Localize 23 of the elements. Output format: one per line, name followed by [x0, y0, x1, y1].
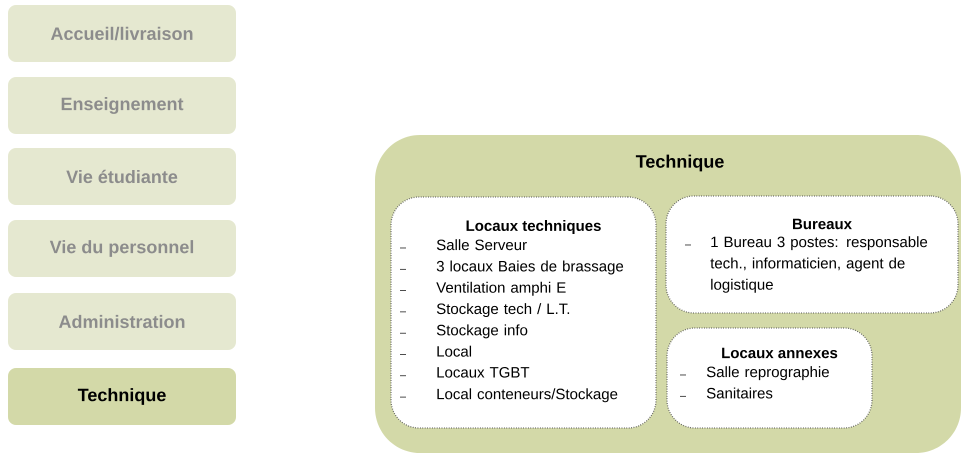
menu-button: Technique: [8, 368, 236, 425]
info-card: [390, 196, 657, 429]
list-item: Locaux TGBT: [400, 366, 530, 378]
list-item: Local conteneurs/Stockage: [400, 388, 618, 402]
menu-button: Vie du personnel: [8, 220, 236, 277]
list-item: Salle Serveur: [400, 239, 527, 250]
menu-button: Vie étudiante: [8, 148, 236, 205]
list-item: 1 Bureau 3 postes: responsable tech., informaticien, agent de logistique: [684, 236, 928, 293]
menu-button: Administration: [8, 292, 236, 350]
list-item: Ventilation amphi E: [400, 282, 566, 296]
list-item: Salle reprographie: [680, 366, 829, 380]
list-item: Sanitaires: [680, 387, 772, 398]
card-heading: Locaux annexes: [722, 348, 838, 358]
info-card: [665, 195, 959, 314]
list-item: 3 locaux Baies de brassage: [400, 260, 624, 274]
list-item: Stockage info: [400, 324, 528, 338]
list-item: Local: [400, 346, 472, 357]
card-heading: Bureaux: [793, 218, 852, 230]
card-heading: Locaux techniques: [466, 220, 601, 234]
menu-button: Accueil/livraison: [8, 5, 236, 62]
menu-button: Enseignement: [8, 77, 236, 134]
info-card: [666, 327, 873, 429]
list-item: Stockage tech / L.T.: [400, 303, 570, 318]
